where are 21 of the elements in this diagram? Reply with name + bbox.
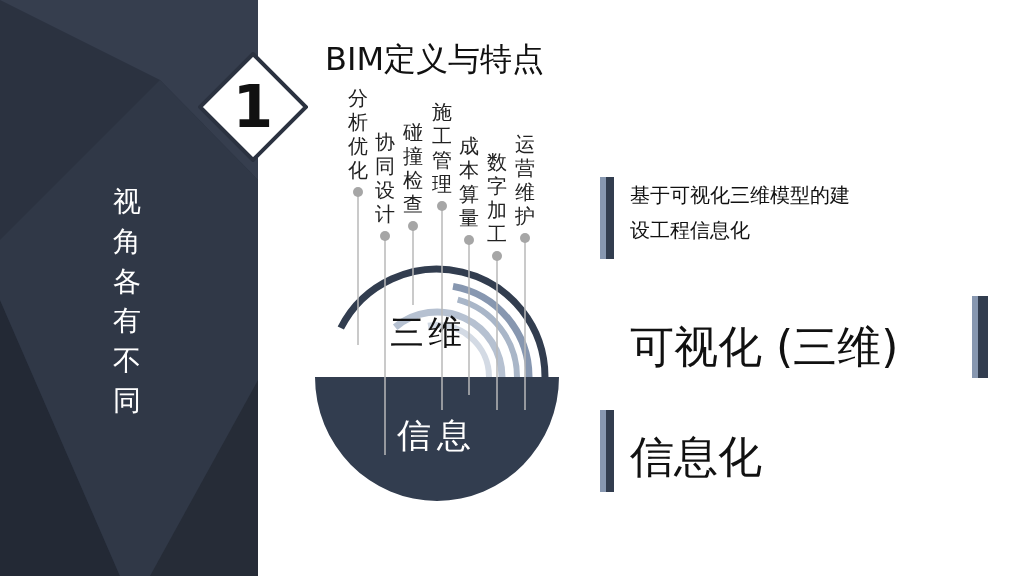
leader-line — [437, 201, 447, 411]
vertical-label: 数字加工 — [485, 150, 509, 246]
key-term: 可视化 (三维) — [630, 320, 899, 374]
side-heading: 视角各有不同 — [112, 184, 142, 419]
vertical-label: 运营维护 — [513, 132, 537, 228]
leader-line — [408, 221, 418, 306]
vertical-label: 成本算量 — [457, 134, 481, 230]
leader-line — [380, 231, 390, 456]
arc-area: 三维 — [330, 262, 556, 377]
leader-line — [353, 187, 363, 346]
leader-line — [492, 251, 502, 411]
description-text: 基于可视化三维模型的建设工程信息化 — [630, 182, 850, 244]
key-term: 信息化 — [630, 430, 762, 484]
vertical-label: 碰撞检查 — [401, 120, 425, 216]
leader-line — [464, 235, 474, 396]
vertical-label: 分析优化 — [346, 86, 370, 182]
heading: BIM定义与特点 — [325, 39, 544, 80]
leader-line — [520, 233, 530, 411]
vertical-label: 施工管理 — [430, 100, 454, 196]
vertical-label: 协同设计 — [373, 130, 397, 226]
number-diamond: 1 — [198, 52, 308, 162]
